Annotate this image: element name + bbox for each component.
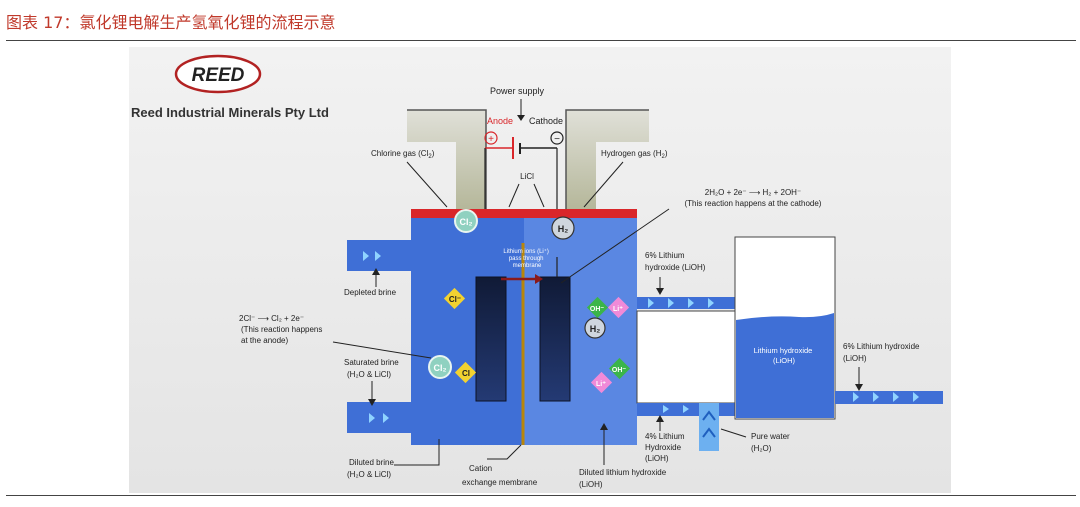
svg-text:Li⁺: Li⁺ — [613, 306, 623, 313]
chlorine-gas-label: Chlorine gas (Cl2) — [371, 149, 435, 160]
anode-label: Anode — [487, 116, 513, 126]
li-plus-ion-top: Li⁺ — [607, 296, 630, 319]
svg-text:Li⁺: Li⁺ — [596, 381, 606, 388]
six-pct-lioh-label: 6% Lithium hydroxide (LiOH) — [645, 251, 706, 272]
svg-text:+: + — [488, 134, 494, 145]
diluted-lioh-label: Diluted lithium hydroxide (LiOH) — [579, 468, 668, 489]
reed-logo: REED — [174, 54, 262, 94]
svg-text:Cl₂: Cl₂ — [434, 363, 447, 373]
output-pipe — [835, 391, 943, 404]
svg-text:H₂: H₂ — [558, 224, 569, 234]
cell-lid — [411, 209, 637, 218]
oh-minus-ion-lower: OH⁻ — [608, 357, 631, 380]
cathode-label: Cathode — [529, 116, 563, 126]
h2-ion-lower: H₂ — [584, 317, 606, 339]
figure-title: 图表 17：氯化锂电解生产氢氧化锂的流程示意 — [6, 13, 336, 32]
six-pct-out-label: 6% Lithium hydroxide (LiOH) — [843, 342, 922, 363]
cathode-electrode — [539, 276, 571, 402]
cathode-minus-icon — [550, 131, 564, 145]
svg-text:Cl: Cl — [462, 369, 470, 378]
licl-label: LiCl — [520, 172, 534, 181]
svg-text:OH⁻: OH⁻ — [590, 306, 605, 313]
hydrogen-chimney — [566, 110, 649, 209]
power-supply-label: Power supply — [490, 86, 545, 96]
li-plus-ion-lower: Li⁺ — [590, 371, 613, 394]
anode-reaction-note: (This reaction happens at the anode) — [241, 325, 325, 345]
depleted-brine-label: Depleted brine — [344, 288, 397, 297]
dilution-box — [636, 310, 737, 404]
svg-text:Cl⁻: Cl⁻ — [449, 295, 461, 304]
anode-reaction: 2Cl⁻ ⟶ Cl₂ + 2e⁻ — [239, 314, 304, 323]
cl2-ion-lower: Cl₂ — [428, 355, 452, 379]
logo-text: REED — [192, 65, 245, 86]
diluted-brine-label: Diluted brine (H₂O & LiCl) — [347, 458, 396, 479]
saturated-brine-label: Saturated brine (H₂O & LiCl) — [344, 358, 401, 379]
pure-water-label: Pure water (H₂O) — [751, 432, 792, 453]
tank-label: Lithium hydroxide (LiOH) — [754, 346, 815, 365]
h2-gas-ion: H₂ — [551, 216, 575, 240]
cathode-reaction-note: (This reaction happens at the cathode) — [685, 199, 822, 208]
four-pct-lioh-label: 4% Lithium Hydroxide (LiOH) — [645, 432, 687, 463]
pure-water-pipe — [699, 403, 719, 451]
top-rule — [6, 40, 1076, 41]
anode-electrode — [475, 276, 507, 402]
oh-minus-ion-top: OH⁻ — [586, 296, 609, 319]
lithium-ions-label: Lithium ions (Li⁺) pass through membrane — [503, 248, 550, 269]
cathode-reaction: 2H₂O + 2e⁻ ⟶ H₂ + 2OH⁻ — [705, 188, 801, 197]
anode-plus-icon — [484, 131, 498, 145]
company-name: Reed Industrial Minerals Pty Ltd — [131, 105, 329, 120]
tank-liquid — [736, 313, 834, 418]
svg-text:Cl₂: Cl₂ — [460, 217, 473, 227]
svg-text:H₂: H₂ — [590, 324, 601, 334]
svg-text:−: − — [554, 134, 560, 145]
hydrogen-gas-label: Hydrogen gas (H2) — [601, 149, 668, 160]
chlorine-chimney — [407, 110, 486, 209]
diagram: REED Reed Industrial Minerals Pty Ltd Po… — [129, 47, 951, 493]
svg-text:OH⁻: OH⁻ — [612, 367, 627, 374]
lioh-pipe-upper — [637, 297, 735, 309]
cation-membrane-label: Cation exchange membrane — [462, 464, 538, 487]
saturated-brine-arrows — [369, 413, 389, 423]
depleted-brine-arrows — [363, 251, 381, 261]
cl2-gas-ion: Cl₂ — [454, 209, 478, 233]
bottom-rule — [6, 495, 1076, 496]
